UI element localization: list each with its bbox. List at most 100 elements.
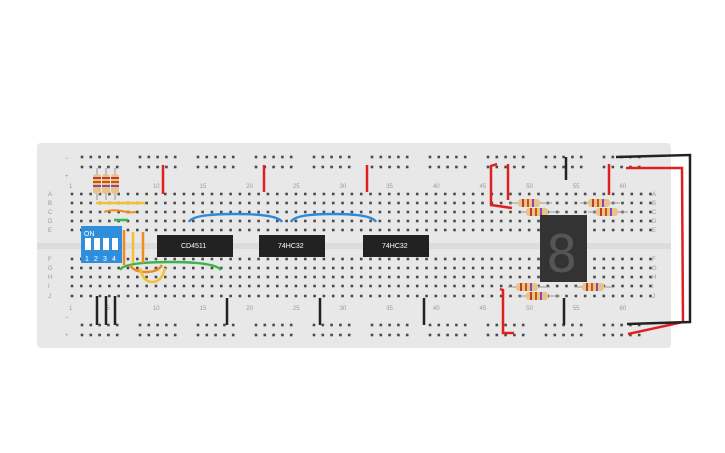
breadboard-hole[interactable] bbox=[205, 333, 209, 337]
breadboard-hole[interactable] bbox=[70, 284, 74, 288]
breadboard-hole[interactable] bbox=[499, 228, 503, 232]
breadboard-hole[interactable] bbox=[173, 228, 176, 232]
breadboard-hole[interactable] bbox=[637, 323, 641, 327]
breadboard-hole[interactable] bbox=[583, 210, 587, 214]
breadboard-hole[interactable] bbox=[359, 219, 363, 223]
breadboard-hole[interactable] bbox=[359, 192, 363, 196]
breadboard-hole[interactable] bbox=[285, 294, 288, 298]
breadboard-hole[interactable] bbox=[341, 219, 344, 223]
breadboard-hole[interactable] bbox=[210, 219, 214, 223]
breadboard-hole[interactable] bbox=[425, 201, 428, 205]
breadboard-hole[interactable] bbox=[509, 219, 512, 223]
breadboard-hole[interactable] bbox=[378, 275, 382, 279]
breadboard-hole[interactable] bbox=[544, 323, 548, 327]
breadboard-hole[interactable] bbox=[201, 228, 204, 232]
breadboard-hole[interactable] bbox=[397, 333, 400, 337]
breadboard-hole[interactable] bbox=[80, 323, 84, 327]
breadboard-hole[interactable] bbox=[229, 228, 232, 232]
breadboard-hole[interactable] bbox=[579, 165, 583, 169]
breadboard-hole[interactable] bbox=[322, 219, 326, 223]
breadboard-hole[interactable] bbox=[173, 257, 176, 261]
breadboard-hole[interactable] bbox=[579, 323, 583, 327]
breadboard-hole[interactable] bbox=[223, 333, 226, 337]
breadboard-hole[interactable] bbox=[527, 219, 531, 223]
breadboard-hole[interactable] bbox=[537, 266, 540, 270]
breadboard-hole[interactable] bbox=[303, 219, 307, 223]
breadboard-hole[interactable] bbox=[562, 333, 565, 337]
breadboard-hole[interactable] bbox=[136, 294, 139, 298]
wire-blue[interactable] bbox=[289, 212, 378, 223]
breadboard-hole[interactable] bbox=[481, 201, 484, 205]
breadboard-hole[interactable] bbox=[406, 219, 410, 223]
breadboard-hole[interactable] bbox=[509, 210, 512, 214]
breadboard-hole[interactable] bbox=[387, 294, 391, 298]
breadboard-hole[interactable] bbox=[593, 266, 596, 270]
chip-74hc32-right[interactable]: 74HC32 bbox=[363, 235, 429, 257]
breadboard-hole[interactable] bbox=[639, 284, 643, 288]
breadboard-hole[interactable] bbox=[164, 228, 167, 232]
breadboard-hole[interactable] bbox=[89, 201, 92, 205]
breadboard-hole[interactable] bbox=[462, 266, 466, 270]
breadboard-hole[interactable] bbox=[637, 333, 641, 337]
breadboard-hole[interactable] bbox=[518, 192, 522, 196]
breadboard-hole[interactable] bbox=[471, 192, 475, 196]
breadboard-hole[interactable] bbox=[247, 219, 251, 223]
breadboard-hole[interactable] bbox=[173, 155, 177, 159]
breadboard-hole[interactable] bbox=[443, 210, 447, 214]
breadboard-hole[interactable] bbox=[223, 155, 226, 159]
breadboard-hole[interactable] bbox=[145, 257, 148, 261]
breadboard-hole[interactable] bbox=[359, 275, 363, 279]
breadboard-hole[interactable] bbox=[210, 228, 214, 232]
breadboard-hole[interactable] bbox=[117, 275, 120, 279]
breadboard-hole[interactable] bbox=[231, 323, 235, 327]
breadboard-hole[interactable] bbox=[331, 275, 335, 279]
breadboard-hole[interactable] bbox=[98, 284, 102, 288]
breadboard-hole[interactable] bbox=[574, 294, 578, 298]
breadboard-hole[interactable] bbox=[201, 294, 204, 298]
breadboard-hole[interactable] bbox=[453, 228, 456, 232]
wire-yellow[interactable] bbox=[138, 267, 167, 284]
breadboard-hole[interactable] bbox=[537, 219, 540, 223]
breadboard-hole[interactable] bbox=[275, 192, 279, 196]
breadboard-hole[interactable] bbox=[229, 219, 232, 223]
wire-black[interactable] bbox=[615, 153, 692, 326]
breadboard-hole[interactable] bbox=[509, 284, 512, 288]
breadboard-hole[interactable] bbox=[115, 155, 119, 159]
breadboard-hole[interactable] bbox=[649, 192, 652, 196]
breadboard-hole[interactable] bbox=[555, 192, 559, 196]
breadboard-hole[interactable] bbox=[620, 323, 623, 327]
breadboard-hole[interactable] bbox=[191, 284, 195, 288]
breadboard-hole[interactable] bbox=[285, 192, 288, 196]
breadboard-hole[interactable] bbox=[229, 257, 232, 261]
breadboard-hole[interactable] bbox=[156, 165, 159, 169]
breadboard-hole[interactable] bbox=[164, 192, 167, 196]
breadboard-hole[interactable] bbox=[481, 294, 484, 298]
breadboard-hole[interactable] bbox=[509, 294, 512, 298]
breadboard-hole[interactable] bbox=[136, 219, 139, 223]
breadboard-hole[interactable] bbox=[347, 155, 351, 159]
resistor[interactable] bbox=[518, 292, 560, 300]
breadboard-hole[interactable] bbox=[553, 155, 557, 159]
breadboard-hole[interactable] bbox=[164, 219, 167, 223]
breadboard-hole[interactable] bbox=[303, 228, 307, 232]
breadboard-hole[interactable] bbox=[330, 165, 333, 169]
breadboard-hole[interactable] bbox=[138, 165, 142, 169]
breadboard-hole[interactable] bbox=[471, 228, 475, 232]
dip-toggle-4[interactable] bbox=[112, 238, 118, 250]
breadboard-hole[interactable] bbox=[455, 323, 458, 327]
breadboard-hole[interactable] bbox=[406, 257, 410, 261]
breadboard-hole[interactable] bbox=[446, 323, 449, 327]
breadboard-hole[interactable] bbox=[126, 294, 130, 298]
breadboard-hole[interactable] bbox=[257, 219, 260, 223]
breadboard-hole[interactable] bbox=[370, 323, 374, 327]
breadboard-hole[interactable] bbox=[639, 266, 643, 270]
breadboard-hole[interactable] bbox=[173, 275, 176, 279]
breadboard-hole[interactable] bbox=[602, 219, 606, 223]
breadboard-hole[interactable] bbox=[303, 257, 307, 261]
breadboard-hole[interactable] bbox=[443, 219, 447, 223]
breadboard-hole[interactable] bbox=[405, 165, 409, 169]
dip-toggle-3[interactable] bbox=[103, 238, 109, 250]
breadboard-hole[interactable] bbox=[490, 257, 494, 261]
breadboard-hole[interactable] bbox=[471, 201, 475, 205]
breadboard-hole[interactable] bbox=[108, 210, 111, 214]
